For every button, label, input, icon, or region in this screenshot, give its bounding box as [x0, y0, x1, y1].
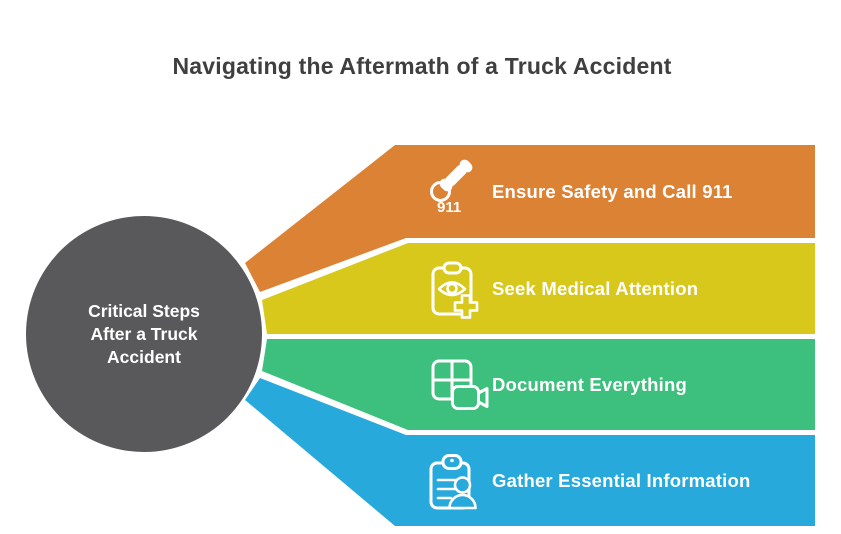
hub: Critical Steps After a Truck Accident [26, 216, 262, 452]
step-label-medical: Seek Medical Attention [492, 278, 698, 299]
page-title: Navigating the Aftermath of a Truck Acci… [172, 53, 671, 79]
hub-label-line-2: After a Truck [91, 324, 198, 344]
step-band-shape [262, 339, 815, 430]
step-label-gather-info: Gather Essential Information [492, 470, 751, 491]
step-band-shape [262, 243, 815, 334]
hub-circle [26, 216, 262, 452]
phone-icon-911-text: 911 [437, 199, 461, 216]
step-label-call-911: Ensure Safety and Call 911 [492, 181, 733, 202]
clipboard-contact-icon [429, 454, 477, 510]
step-label-document: Document Everything [492, 374, 687, 395]
step-band-gather-info: Gather Essential Information [245, 378, 815, 526]
phone-911-icon [430, 159, 473, 202]
step-band-shape [245, 378, 815, 526]
step-band-call-911: 911 Ensure Safety and Call 911 [245, 145, 815, 292]
hub-label-line-3: Accident [107, 347, 181, 367]
photo-video-grid-icon [431, 359, 489, 410]
medical-clipboard-icon [431, 261, 479, 319]
hub-label-line-1: Critical Steps [88, 301, 200, 321]
step-band-medical: Seek Medical Attention [262, 243, 815, 334]
step-band-shape [245, 145, 815, 292]
step-band-document: Document Everything [262, 339, 815, 430]
